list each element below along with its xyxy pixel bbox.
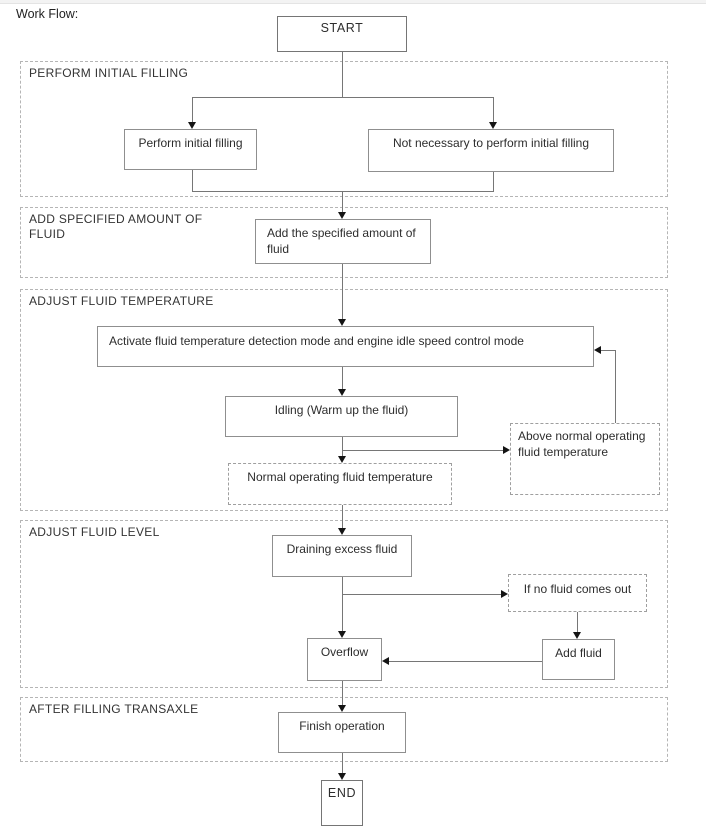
flow-line bbox=[342, 681, 343, 705]
flow-line bbox=[342, 450, 503, 451]
arrowhead bbox=[338, 319, 346, 326]
flow-line bbox=[192, 97, 494, 98]
arrowhead bbox=[338, 528, 346, 535]
arrowhead bbox=[382, 657, 389, 665]
arrowhead bbox=[188, 122, 196, 129]
add-specified-amount-node: Add the specified amount of fluid bbox=[255, 219, 431, 264]
flow-line bbox=[577, 612, 578, 632]
section-title: AFTER FILLING TRANSAXLE bbox=[29, 702, 199, 716]
section-after-filling-transaxle: AFTER FILLING TRANSAXLE bbox=[20, 697, 668, 762]
page-title: Work Flow: bbox=[16, 7, 79, 21]
end-node: END bbox=[321, 780, 363, 826]
flow-line bbox=[493, 172, 494, 191]
arrowhead bbox=[338, 773, 346, 780]
flow-line bbox=[342, 753, 343, 773]
arrowhead bbox=[338, 456, 346, 463]
arrowhead bbox=[338, 212, 346, 219]
arrowhead bbox=[338, 631, 346, 638]
overflow-node: Overflow bbox=[307, 638, 382, 681]
idling-node: Idling (Warm up the fluid) bbox=[225, 396, 458, 437]
add-fluid-node: Add fluid bbox=[542, 639, 615, 680]
flow-line bbox=[342, 52, 343, 97]
flow-line bbox=[342, 577, 343, 631]
arrowhead bbox=[489, 122, 497, 129]
feedback-line bbox=[601, 350, 615, 351]
above-normal-temperature-node: Above normal operating fluid temperature bbox=[510, 423, 660, 495]
if-no-fluid-node: If no fluid comes out bbox=[508, 574, 647, 612]
flow-line bbox=[192, 170, 193, 191]
perform-initial-filling-node: Perform initial filling bbox=[124, 129, 257, 170]
activate-detection-mode-node: Activate fluid temperature detection mod… bbox=[97, 326, 594, 367]
draining-excess-fluid-node: Draining excess fluid bbox=[272, 535, 412, 577]
not-necessary-node: Not necessary to perform initial filling bbox=[368, 129, 614, 172]
flow-line bbox=[192, 191, 494, 192]
arrowhead bbox=[594, 346, 601, 354]
flow-line bbox=[192, 97, 193, 122]
arrowhead bbox=[503, 446, 510, 454]
flow-line bbox=[342, 505, 343, 528]
section-title: ADJUST FLUID LEVEL bbox=[29, 525, 160, 539]
flow-line bbox=[342, 264, 343, 319]
section-perform-initial-filling: PERFORM INITIAL FILLING bbox=[20, 61, 668, 197]
arrowhead bbox=[338, 389, 346, 396]
section-add-specified-amount: ADD SPECIFIED AMOUNT OF FLUID bbox=[20, 207, 668, 278]
page-top-strip bbox=[0, 0, 706, 4]
section-adjust-fluid-level: ADJUST FLUID LEVEL bbox=[20, 520, 668, 688]
section-title: ADJUST FLUID TEMPERATURE bbox=[29, 294, 214, 308]
arrowhead bbox=[338, 705, 346, 712]
section-adjust-fluid-temperature: ADJUST FLUID TEMPERATURE bbox=[20, 289, 668, 511]
arrowhead bbox=[501, 590, 508, 598]
flow-line bbox=[342, 437, 343, 456]
feedback-line bbox=[615, 350, 616, 423]
section-title: ADD SPECIFIED AMOUNT OF FLUID bbox=[29, 212, 203, 241]
flow-line bbox=[342, 367, 343, 389]
start-node: START bbox=[277, 16, 407, 52]
finish-operation-node: Finish operation bbox=[278, 712, 406, 753]
normal-temperature-node: Normal operating fluid temperature bbox=[228, 463, 452, 505]
arrowhead bbox=[573, 632, 581, 639]
flow-line bbox=[493, 97, 494, 122]
flow-line bbox=[342, 191, 343, 212]
section-title: PERFORM INITIAL FILLING bbox=[29, 66, 189, 80]
flow-line bbox=[389, 661, 542, 662]
flow-line bbox=[342, 594, 501, 595]
